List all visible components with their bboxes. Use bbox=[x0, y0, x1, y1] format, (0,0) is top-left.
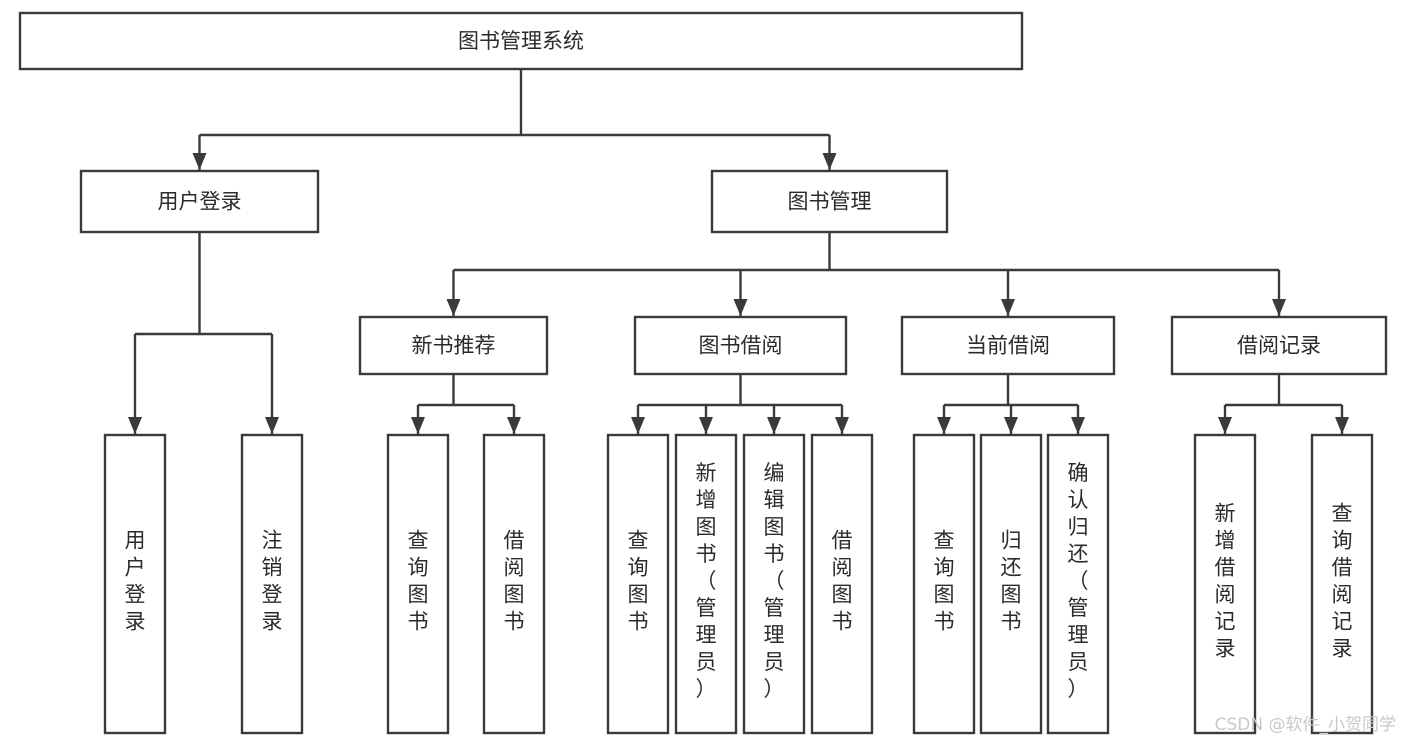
leaf-label: 新增借阅记录 bbox=[1215, 502, 1236, 661]
node-layer: 图书管理系统用户登录图书管理新书推荐图书借阅当前借阅借阅记录用户登录注销登录查询… bbox=[18, 11, 1388, 735]
leaf-box[interactable] bbox=[742, 433, 806, 735]
arrow-head-icon bbox=[192, 153, 207, 170]
leaf-label: 用户登录 bbox=[125, 529, 146, 634]
leaf-node[interactable]: 用户登录 bbox=[103, 433, 167, 735]
level2-box[interactable] bbox=[79, 169, 320, 234]
arrow-head-icon bbox=[631, 417, 645, 434]
arrow-head-icon bbox=[733, 299, 748, 316]
leaf-label: 注销登录 bbox=[262, 529, 283, 634]
level3-label: 借阅记录 bbox=[1237, 334, 1321, 358]
arrow-head-icon bbox=[128, 417, 142, 434]
csdn-watermark: CSDN @软件_小贺同学 bbox=[1215, 715, 1396, 735]
leaf-box[interactable] bbox=[240, 433, 304, 735]
leaf-box[interactable] bbox=[912, 433, 976, 735]
level3-box[interactable] bbox=[633, 315, 848, 376]
leaf-label: 查询借阅记录 bbox=[1332, 502, 1353, 661]
leaf-label: 编辑图书（管理员） bbox=[764, 461, 785, 701]
leaf-node[interactable]: 查询图书 bbox=[386, 433, 450, 735]
level3-box[interactable] bbox=[358, 315, 549, 376]
arrow-head-icon bbox=[937, 417, 951, 434]
level3-label: 新书推荐 bbox=[412, 334, 496, 358]
arrow-head-icon bbox=[1001, 299, 1015, 316]
leaf-box[interactable] bbox=[1310, 433, 1374, 735]
arrow-head-icon bbox=[1272, 299, 1286, 316]
leaf-box[interactable] bbox=[674, 433, 738, 735]
arrow-head-icon bbox=[835, 417, 849, 434]
leaf-node[interactable]: 归还图书 bbox=[979, 433, 1043, 735]
leaf-node[interactable]: 借阅图书 bbox=[482, 433, 546, 735]
level3-box[interactable] bbox=[900, 315, 1116, 376]
leaf-label: 新增图书（管理员） bbox=[696, 461, 717, 701]
leaf-label: 查询图书 bbox=[628, 529, 649, 634]
level3-node[interactable]: 新书推荐 bbox=[358, 315, 549, 376]
leaf-node[interactable]: 确认归还（管理员） bbox=[1046, 433, 1110, 735]
leaf-label: 借阅图书 bbox=[832, 529, 853, 634]
leaf-label: 借阅图书 bbox=[504, 529, 525, 634]
level3-node[interactable]: 图书借阅 bbox=[633, 315, 848, 376]
arrow-head-icon bbox=[1004, 417, 1018, 434]
leaf-box[interactable] bbox=[979, 433, 1043, 735]
leaf-node[interactable]: 查询图书 bbox=[912, 433, 976, 735]
root-node[interactable]: 图书管理系统 bbox=[18, 11, 1024, 71]
arrow-head-icon bbox=[507, 417, 521, 434]
leaf-label: 查询图书 bbox=[408, 529, 429, 634]
leaf-box[interactable] bbox=[606, 433, 670, 735]
leaf-box[interactable] bbox=[1046, 433, 1110, 735]
arrow-head-icon bbox=[411, 417, 425, 434]
leaf-node[interactable]: 新增借阅记录 bbox=[1193, 433, 1257, 735]
leaf-node[interactable]: 新增图书（管理员） bbox=[674, 433, 738, 735]
leaf-label: 确认归还（管理员） bbox=[1068, 461, 1089, 701]
leaf-node[interactable]: 注销登录 bbox=[240, 433, 304, 735]
leaf-node[interactable]: 查询借阅记录 bbox=[1310, 433, 1374, 735]
leaf-box[interactable] bbox=[103, 433, 167, 735]
arrow-head-icon bbox=[265, 417, 279, 434]
arrow-head-icon bbox=[1335, 417, 1349, 434]
leaf-box[interactable] bbox=[482, 433, 546, 735]
level3-node[interactable]: 借阅记录 bbox=[1170, 315, 1388, 376]
arrow-head-icon bbox=[822, 153, 837, 170]
level2-label: 图书管理 bbox=[788, 190, 872, 214]
leaf-box[interactable] bbox=[386, 433, 450, 735]
leaf-node[interactable]: 借阅图书 bbox=[810, 433, 874, 735]
arrow-head-icon bbox=[446, 299, 461, 316]
leaf-label: 查询图书 bbox=[934, 529, 955, 634]
root-label: 图书管理系统 bbox=[458, 29, 584, 53]
root-box[interactable] bbox=[18, 11, 1024, 71]
level2-node[interactable]: 图书管理 bbox=[710, 169, 949, 234]
leaf-label: 归还图书 bbox=[1001, 529, 1022, 634]
arrow-head-icon bbox=[1218, 417, 1232, 434]
level3-box[interactable] bbox=[1170, 315, 1388, 376]
leaf-box[interactable] bbox=[810, 433, 874, 735]
arrow-head-icon bbox=[767, 417, 781, 434]
leaf-node[interactable]: 查询图书 bbox=[606, 433, 670, 735]
leaf-box[interactable] bbox=[1193, 433, 1257, 735]
connector-layer bbox=[128, 69, 1349, 434]
level3-label: 当前借阅 bbox=[966, 334, 1050, 358]
leaf-node[interactable]: 编辑图书（管理员） bbox=[742, 433, 806, 735]
level2-box[interactable] bbox=[710, 169, 949, 234]
level2-label: 用户登录 bbox=[158, 190, 242, 214]
arrow-head-icon bbox=[1071, 417, 1085, 434]
level2-node[interactable]: 用户登录 bbox=[79, 169, 320, 234]
level3-node[interactable]: 当前借阅 bbox=[900, 315, 1116, 376]
level3-label: 图书借阅 bbox=[699, 334, 783, 358]
arrow-head-icon bbox=[699, 417, 713, 434]
